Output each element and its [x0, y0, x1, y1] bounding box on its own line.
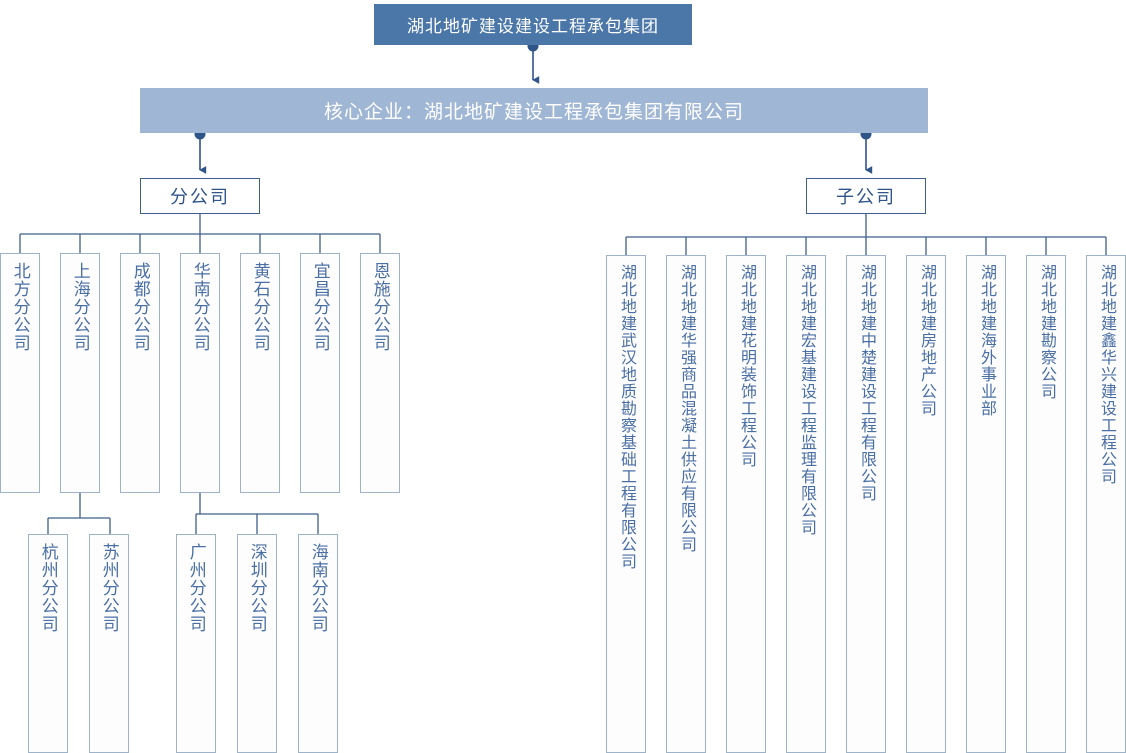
connector-root-to-core: [527, 40, 540, 84]
subsidiary-box-survey[interactable]: 湖北地建勘察公司: [1026, 255, 1066, 753]
branch-label: 黄石分公司: [250, 262, 270, 352]
branch-box-enshi[interactable]: 恩施分公司: [360, 253, 400, 493]
branch-box-huanan[interactable]: 华南分公司: [180, 253, 220, 493]
subsidiary-box-huaqiang-concrete[interactable]: 湖北地建华强商品混凝土供应有限公司: [666, 255, 706, 753]
sub-branch-box-hangzhou[interactable]: 杭州分公司: [28, 534, 68, 753]
subsidiary-box-zhongchu-construction[interactable]: 湖北地建中楚建设工程有限公司: [846, 255, 886, 753]
connector-branch-bus: [19, 214, 381, 253]
sub-branch-label: 深圳分公司: [247, 543, 267, 633]
branch-label: 恩施分公司: [370, 262, 390, 352]
sub-branch-box-suzhou[interactable]: 苏州分公司: [89, 534, 129, 753]
group-node-subsidiary[interactable]: 子公司: [806, 178, 926, 214]
branch-box-beifang[interactable]: 北方分公司: [0, 253, 40, 493]
subsidiary-label: 湖北地建花明装饰工程公司: [737, 264, 755, 468]
subsidiary-label: 湖北地建鑫华兴建设工程公司: [1097, 264, 1115, 485]
root-title-banner: 湖北地矿建设建设工程承包集团: [374, 4, 692, 45]
subsidiary-box-xinhuaxing[interactable]: 湖北地建鑫华兴建设工程公司: [1086, 255, 1126, 753]
branch-label: 北方分公司: [10, 262, 30, 352]
sub-branch-label: 杭州分公司: [38, 543, 58, 633]
sub-branch-label: 广州分公司: [186, 543, 206, 633]
sub-branch-box-hainan[interactable]: 海南分公司: [298, 534, 338, 753]
subsidiary-label: 湖北地建勘察公司: [1037, 264, 1055, 400]
subsidiary-label: 湖北地建宏基建设工程监理有限公司: [797, 264, 815, 536]
connector-subsidiary-bus: [625, 214, 1107, 255]
subsidiary-box-hongji-supervision[interactable]: 湖北地建宏基建设工程监理有限公司: [786, 255, 826, 753]
sub-branch-box-shenzhen[interactable]: 深圳分公司: [237, 534, 277, 753]
subsidiary-box-overseas-division[interactable]: 湖北地建海外事业部: [966, 255, 1006, 753]
core-enterprise-banner: 核心企业：湖北地矿建设工程承包集团有限公司: [140, 88, 928, 133]
group-node-branch[interactable]: 分公司: [140, 178, 260, 214]
connector-core-to-branch: [194, 128, 207, 174]
branch-label: 上海分公司: [70, 262, 90, 352]
sub-branch-label: 苏州分公司: [99, 543, 119, 633]
subsidiary-label: 湖北地建海外事业部: [977, 264, 995, 417]
branch-box-chengdu[interactable]: 成都分公司: [120, 253, 160, 493]
branch-label: 宜昌分公司: [310, 262, 330, 352]
sub-branch-box-guangzhou[interactable]: 广州分公司: [176, 534, 216, 753]
branch-box-huangshi[interactable]: 黄石分公司: [240, 253, 280, 493]
branch-label: 成都分公司: [130, 262, 150, 352]
subsidiary-box-huaming-decoration[interactable]: 湖北地建花明装饰工程公司: [726, 255, 766, 753]
subsidiary-label: 湖北地建中楚建设工程有限公司: [857, 264, 875, 502]
subsidiary-box-real-estate[interactable]: 湖北地建房地产公司: [906, 255, 946, 753]
branch-box-shanghai[interactable]: 上海分公司: [60, 253, 100, 493]
connector-core-to-subsidiary: [860, 128, 873, 174]
branch-label: 华南分公司: [190, 262, 210, 352]
subsidiary-label: 湖北地建华强商品混凝土供应有限公司: [677, 264, 695, 553]
branch-box-yichang[interactable]: 宜昌分公司: [300, 253, 340, 493]
subsidiary-box-wuhan-geology[interactable]: 湖北地建武汉地质勘察基础工程有限公司: [606, 255, 646, 753]
connector-shanghai-bus: [47, 492, 111, 534]
subsidiary-label: 湖北地建房地产公司: [917, 264, 935, 417]
sub-branch-label: 海南分公司: [308, 543, 328, 633]
connector-huanan-bus: [195, 492, 319, 534]
subsidiary-label: 湖北地建武汉地质勘察基础工程有限公司: [617, 264, 635, 570]
